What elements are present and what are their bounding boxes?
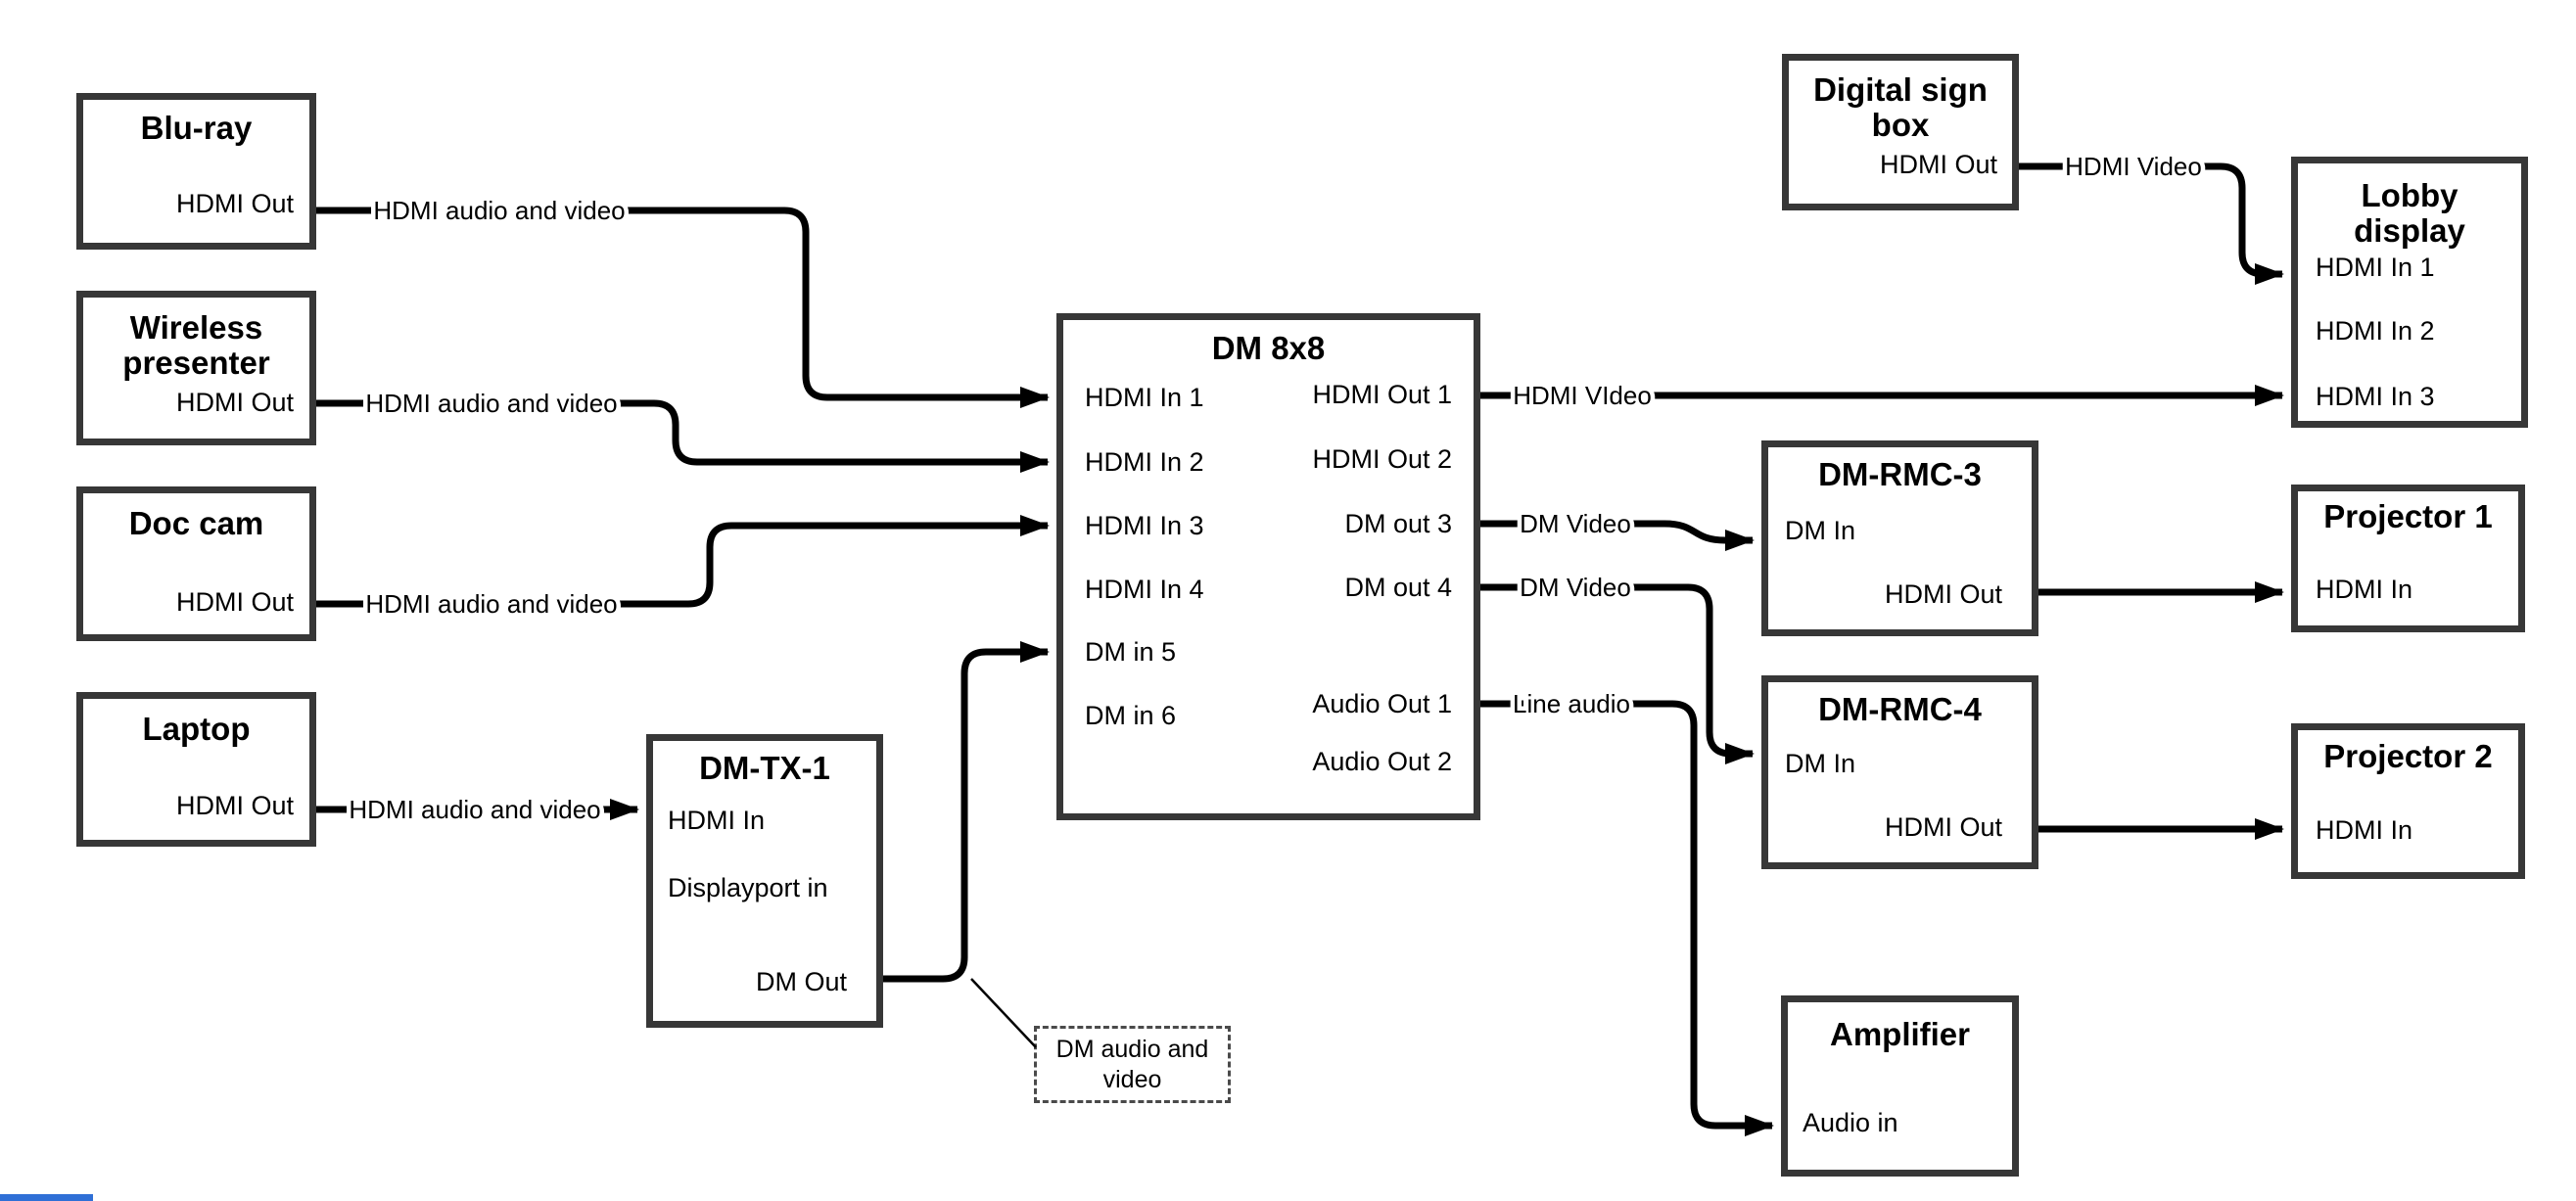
edge-bluray-to-dm8x8 (623, 207, 1050, 408)
port-dm-out: DM Out (755, 967, 847, 996)
node-doc-cam: Doc cam HDMI Out (76, 486, 316, 641)
port-dm-out-4: DM out 4 (1344, 573, 1452, 602)
port-hdmi-in-2: HDMI In 2 (2316, 316, 2435, 346)
port-hdmi-in-3: HDMI In 3 (2316, 382, 2435, 411)
label-dm-video-out4: DM Video (1520, 573, 1631, 602)
node-dm-tx-1: DM-TX-1 HDMI In Displayport in DM Out (646, 734, 883, 1028)
node-lobby-display: Lobby display HDMI In 1 HDMI In 2 HDMI I… (2291, 157, 2528, 428)
edge-digitalsign-to-lobby (2198, 162, 2284, 285)
port-hdmi-out-1: HDMI Out 1 (1312, 380, 1452, 409)
port-hdmi-out: HDMI Out (1879, 150, 1997, 179)
edge-audioout1-to-amplifier (1618, 700, 1774, 1136)
node-title: DM-RMC-3 (1818, 456, 1982, 492)
label-hdmi-audio-video-1: HDMI audio and video (373, 196, 625, 225)
port-dm-in-6: DM in 6 (1085, 701, 1177, 730)
port-hdmi-in-3: HDMI In 3 (1085, 511, 1204, 540)
node-title: DM-TX-1 (699, 750, 830, 786)
node-title: Amplifier (1829, 1016, 1971, 1052)
port-dm-in: DM In (1785, 749, 1856, 778)
port-hdmi-out: HDMI Out (175, 189, 294, 218)
callout-dm-audio-video: DM audio and video (1034, 1026, 1231, 1103)
port-hdmi-out: HDMI Out (1884, 579, 2002, 609)
edge-dmtx1-to-dm8x8 (883, 641, 1050, 983)
port-hdmi-in: HDMI In (668, 806, 766, 835)
port-hdmi-in-4: HDMI In 4 (1085, 575, 1204, 604)
label-hdmi-audio-video-4: HDMI audio and video (349, 795, 600, 824)
label-line-audio: Line audio (1513, 689, 1630, 718)
node-title: DM 8x8 (1211, 330, 1326, 366)
port-hdmi-in-1: HDMI In 1 (2316, 253, 2435, 282)
node-laptop: Laptop HDMI Out (76, 692, 316, 847)
node-digital-sign-box: Digital sign box HDMI Out (1782, 54, 2019, 210)
port-audio-out-1: Audio Out 1 (1312, 689, 1452, 718)
node-title: DM-RMC-4 (1818, 691, 1982, 727)
node-title: Laptop (142, 711, 251, 747)
node-title: Lobby display (2354, 177, 2465, 249)
port-hdmi-out: HDMI Out (175, 388, 294, 417)
node-title: Wireless presenter (122, 309, 270, 381)
node-projector-2: Projector 2 HDMI In (2291, 723, 2525, 879)
label-hdmi-video-sign: HDMI Video (2065, 152, 2202, 181)
label-hdmi-audio-video-2: HDMI audio and video (365, 389, 617, 418)
callout-text: DM audio and video (1055, 1035, 1209, 1093)
port-hdmi-out: HDMI Out (175, 791, 294, 820)
port-audio-out-2: Audio Out 2 (1312, 747, 1452, 776)
port-dm-in-5: DM in 5 (1085, 637, 1177, 667)
node-title: Projector 1 (2323, 498, 2493, 534)
port-hdmi-in-1: HDMI In 1 (1085, 383, 1204, 412)
node-title: Projector 2 (2323, 738, 2493, 774)
port-hdmi-in-2: HDMI In 2 (1085, 447, 1204, 477)
port-hdmi-out: HDMI Out (1884, 812, 2002, 842)
edge-wireless-to-dm8x8 (609, 399, 1050, 473)
port-dm-in: DM In (1785, 516, 1856, 545)
node-dm-rmc-3: DM-RMC-3 DM In HDMI Out (1761, 440, 2038, 636)
label-hdmi-audio-video-3: HDMI audio and video (365, 589, 617, 619)
edge-dmout3-to-dmrmc3 (1626, 520, 1755, 551)
node-title: Blu-ray (140, 110, 253, 146)
port-hdmi-out-2: HDMI Out 2 (1312, 444, 1452, 474)
node-title: Digital sign box (1813, 71, 1988, 143)
edge-dmout4-to-dmrmc4 (1626, 583, 1755, 764)
port-hdmi-in: HDMI In (2316, 815, 2413, 845)
node-amplifier: Amplifier Audio in (1781, 995, 2019, 1177)
port-audio-in: Audio in (1803, 1108, 1898, 1137)
edge-doccam-to-dm8x8 (609, 515, 1050, 608)
label-dm-video-out3: DM Video (1520, 509, 1631, 538)
port-hdmi-out: HDMI Out (175, 587, 294, 617)
window-edge-artifact (0, 1194, 93, 1201)
node-wireless-presenter: Wireless presenter HDMI Out (76, 291, 316, 445)
node-projector-1: Projector 1 HDMI In (2291, 485, 2525, 632)
node-dm-8x8: DM 8x8 HDMI In 1 HDMI In 2 HDMI In 3 HDM… (1056, 313, 1480, 820)
node-title: Doc cam (128, 505, 264, 541)
edge-callout-leader (970, 978, 1037, 1048)
port-hdmi-in: HDMI In (2316, 575, 2413, 604)
port-displayport-in: Displayport in (668, 873, 828, 902)
node-dm-rmc-4: DM-RMC-4 DM In HDMI Out (1761, 675, 2038, 869)
port-dm-out-3: DM out 3 (1344, 509, 1452, 538)
label-hdmi-video-out1: HDMI VIdeo (1513, 381, 1652, 410)
node-bluray: Blu-ray HDMI Out (76, 93, 316, 250)
